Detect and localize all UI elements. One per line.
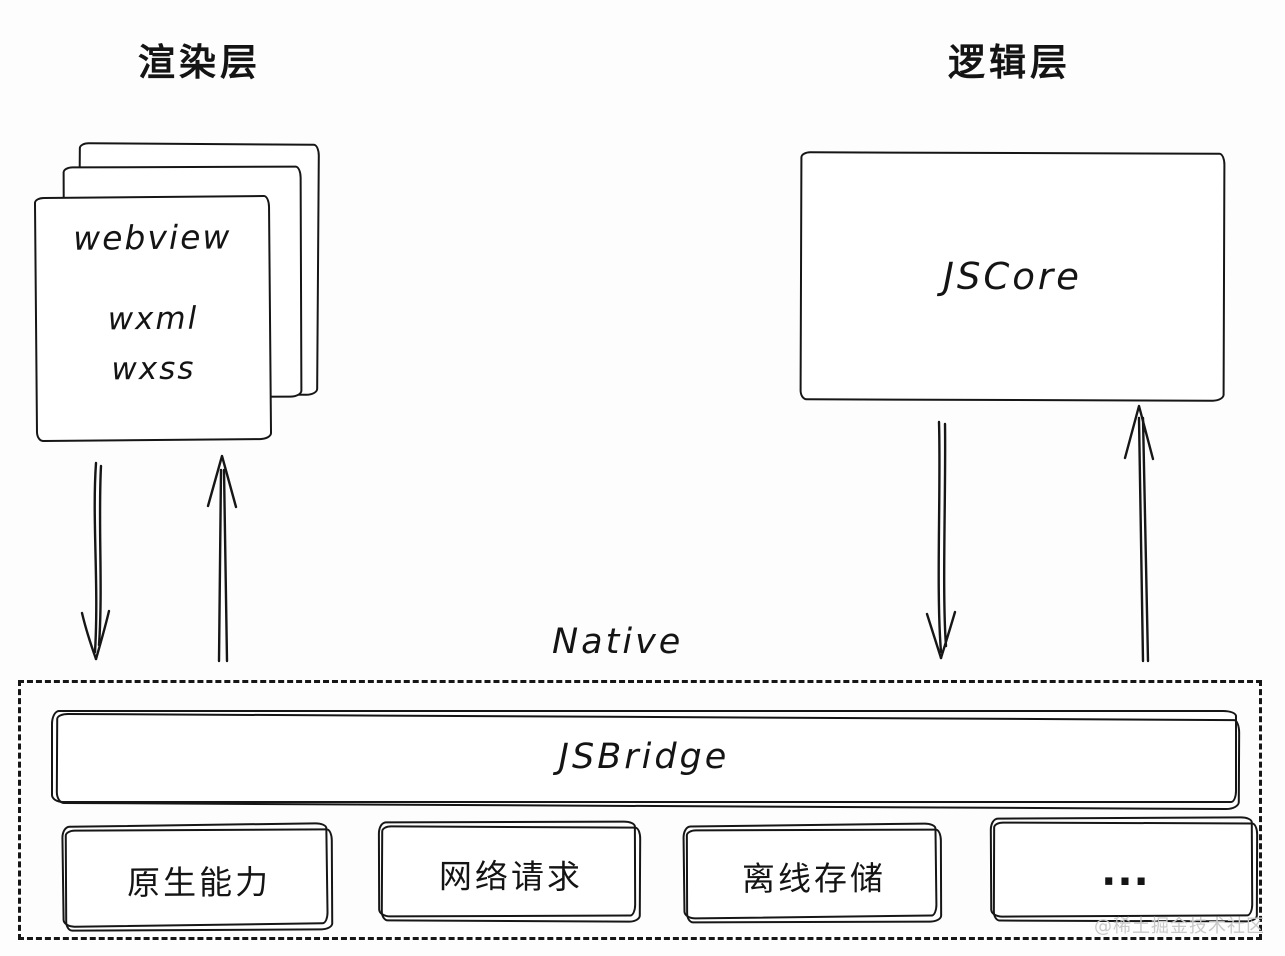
capability-offline-storage-box: 离线存储 — [685, 828, 943, 924]
watermark: @稀土掘金技术社区 — [1094, 916, 1265, 937]
jscore-box: JSCore — [799, 151, 1226, 402]
capability-network-request-box: 网络请求 — [380, 825, 642, 923]
arrow-up-native-to-jscore — [1123, 404, 1155, 663]
capability-network-request-label: 网络请求 — [438, 856, 584, 897]
webview-card: webview wxml wxss — [33, 194, 273, 443]
capability-offline-storage-label: 离线存储 — [741, 858, 887, 899]
native-container: JSBridge 原生能力 网络请求 离线存储 ... — [18, 680, 1262, 940]
jscore-label: JSCore — [942, 254, 1082, 299]
jsbridge-bar: JSBridge — [51, 710, 1237, 803]
webview-label: webview — [73, 217, 232, 258]
logic-layer-label: 逻辑层 — [948, 41, 1071, 84]
capability-more-label: ... — [1101, 848, 1150, 896]
capability-more-box: ... — [992, 821, 1259, 923]
arrow-up-native-to-webview — [206, 454, 238, 663]
capability-native-abilities-label: 原生能力 — [126, 862, 272, 903]
rendering-layer-label: 渲染层 — [138, 41, 261, 84]
wxml-label: wxml — [107, 300, 199, 338]
arrow-down-webview-to-native — [80, 461, 111, 661]
jsbridge-label: JSBridge — [558, 736, 730, 777]
capability-native-abilities-box: 原生能力 — [64, 828, 334, 932]
native-label: Native — [552, 622, 684, 662]
arrow-down-jscore-to-native — [925, 420, 957, 660]
wxss-label: wxss — [111, 350, 196, 388]
